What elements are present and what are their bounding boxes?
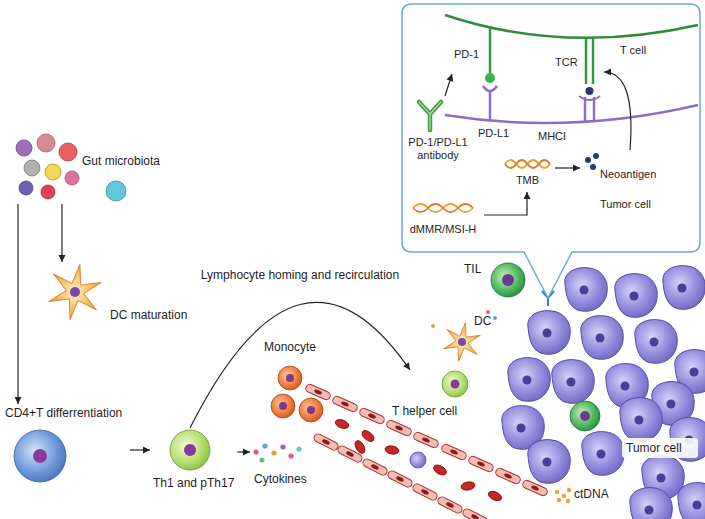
connector-arrow (130, 447, 150, 454)
arrow-head (573, 165, 580, 172)
connector-arrow (190, 302, 410, 428)
connector-line (604, 72, 631, 150)
node-label: dMMR/MSI-H (410, 223, 477, 236)
cytokine-dots: Cytokines (250, 440, 314, 490)
arrow-head (143, 447, 150, 454)
connector-line (484, 192, 527, 215)
node-label: Gut microbiota (82, 154, 160, 168)
cd4-t-cell: CD4+T differrentiation (2, 404, 130, 486)
connector-arrow (237, 449, 250, 456)
node-label: PD-1/PD-L1 antibody (403, 136, 473, 162)
node-label: Tumor cell (626, 441, 682, 455)
arrow-head (604, 69, 611, 76)
connector-arrow (555, 165, 580, 172)
microbiota-cluster: Gut microbiota (10, 134, 185, 204)
arrow-head (243, 449, 250, 456)
tumor-label: Tumor cell (622, 438, 698, 458)
antigen-dots: Neoantigen (580, 150, 668, 188)
protein-label: PD-L1 (478, 127, 509, 140)
arrow-head (59, 255, 66, 262)
th-cell: Th1 and pTh17 (150, 428, 237, 494)
node-label: DC maturation (110, 308, 187, 322)
node-label: CD4+T differrentiation (5, 406, 122, 420)
monocyte-cells: Monocyte (262, 338, 334, 420)
connector-arrow (484, 192, 531, 215)
connector-line (61, 204, 62, 262)
node-label: TMB (516, 174, 539, 187)
connector-arrow (15, 204, 22, 404)
arrow-head (524, 192, 531, 199)
node-label: Monocyte (264, 340, 316, 354)
node-label: Th1 and pTh17 (153, 476, 234, 490)
node-label: PD-1 (454, 48, 479, 61)
connector-arrow (604, 69, 631, 151)
membrane-label: T cell (620, 44, 646, 57)
receptor-symbol: TCR (552, 48, 604, 88)
node-label: DC (474, 314, 491, 328)
arrow-head (403, 362, 410, 370)
til-cell: TIL (462, 258, 528, 298)
edge-label: Lymphocyte homing and recirculation (201, 268, 399, 282)
arrow-head (15, 397, 22, 404)
node-label: TCR (555, 56, 578, 69)
node-label: ctDNA (574, 487, 609, 501)
dna-helix: dMMR/MSI-H (402, 195, 484, 247)
dendritic-cell: DC maturation (40, 262, 198, 334)
node-label: TIL (464, 262, 481, 276)
dendritic-cell: DC (440, 312, 500, 368)
protein-label: MHCI (538, 130, 566, 143)
receptor-symbol: PD-1 (452, 46, 498, 84)
dna-helix: TMB (500, 150, 555, 192)
antibody-symbol: PD-1/PD-L1 antibody (402, 96, 474, 176)
node-label: T helper cell (392, 404, 457, 418)
membrane-label: Tumor cell (600, 198, 651, 211)
connector-line (17, 204, 18, 404)
ctdna-dots: ctDNA (552, 482, 616, 506)
node-label: Cytokines (254, 472, 307, 486)
connector-arrow (445, 74, 453, 96)
t-helper-cell: T helper cell (388, 370, 480, 420)
node-label: Neoantigen (600, 168, 656, 181)
connector-arrow (59, 204, 66, 262)
connector-line (190, 302, 410, 428)
arrow-head (447, 74, 454, 82)
